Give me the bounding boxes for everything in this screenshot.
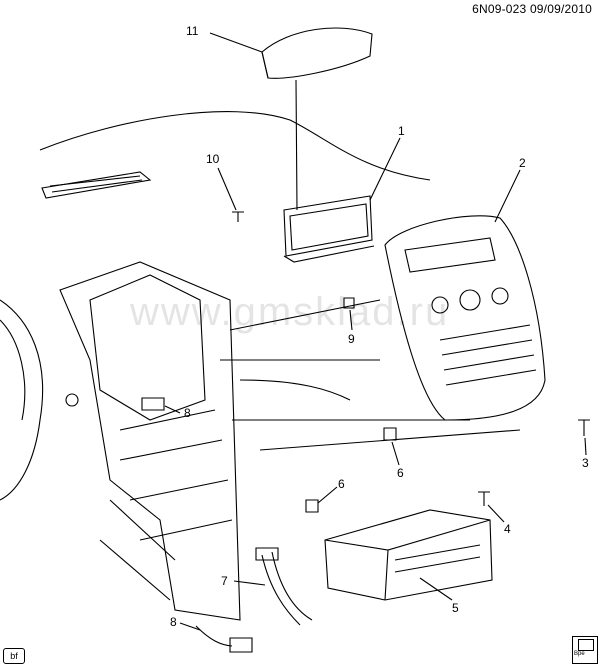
callout-3: 3 — [582, 456, 589, 470]
part-6-clip-upper — [384, 428, 396, 440]
figure-date: 09/09/2010 — [529, 2, 592, 16]
figure-id: 6N09-023 — [472, 2, 527, 16]
part-11-cover — [262, 28, 372, 78]
part-1-display — [284, 196, 372, 256]
part-8-connector-upper — [142, 398, 164, 410]
callout-1: 1 — [398, 124, 405, 138]
callout-5: 5 — [452, 601, 459, 615]
part-7-harness — [262, 552, 312, 625]
dashboard-vent — [42, 172, 150, 198]
callout-7: 7 — [221, 574, 228, 588]
callout-4: 4 — [504, 522, 511, 536]
dashboard-top-line — [40, 112, 430, 180]
logo-text: Bpe — [574, 651, 585, 657]
part-2-bezel — [385, 216, 545, 420]
callout-11: 11 — [186, 24, 199, 38]
callout-6-lower: 6 — [338, 477, 345, 491]
callout-6-upper: 6 — [397, 466, 404, 480]
view-badge: bf — [3, 648, 25, 664]
book-icon — [578, 639, 594, 651]
center-stack-frame — [60, 262, 240, 620]
callout-8-upper: 8 — [184, 406, 191, 420]
callout-9: 9 — [348, 332, 355, 346]
part-9-clip — [344, 298, 354, 308]
callout-8-lower: 8 — [170, 615, 177, 629]
callout-10: 10 — [206, 152, 220, 166]
manual-logo: Bpe — [572, 636, 598, 664]
watermark: www.gmsklad.ru — [130, 290, 450, 334]
part-8-connector-lower — [196, 626, 232, 646]
steering-area — [0, 300, 43, 500]
part-10-screw — [232, 212, 244, 222]
part-6-clip-lower — [306, 500, 318, 512]
callout-2: 2 — [519, 156, 526, 170]
part-3-screw — [578, 420, 590, 436]
part-5-radio — [325, 510, 492, 600]
figure-header: 6N09-023 09/09/2010 — [472, 2, 592, 16]
part-4-screw — [478, 492, 490, 506]
